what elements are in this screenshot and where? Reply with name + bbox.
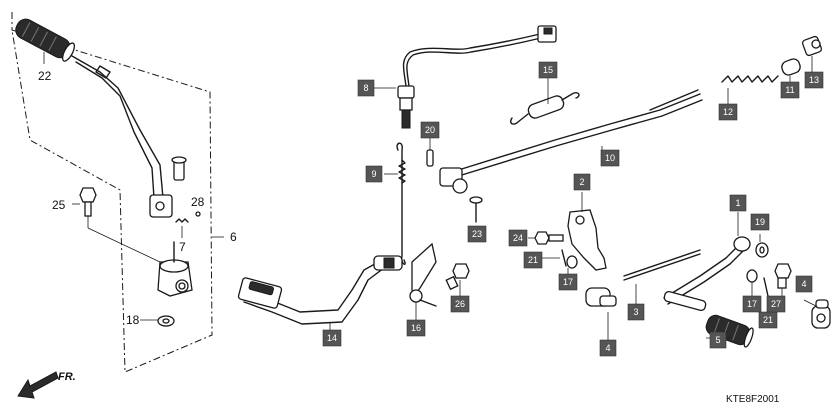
- washer-17a-part: [566, 255, 578, 274]
- kick-starter-assembly-boundary: [11, 12, 224, 373]
- clip-20-part: [426, 138, 434, 167]
- washer-19-part: [755, 234, 769, 258]
- washer-17b-part: [746, 269, 758, 296]
- callout-24: 24: [508, 229, 528, 247]
- callout-16: 16: [406, 319, 426, 337]
- svg-text:19: 19: [755, 217, 765, 227]
- callout-2: 2: [573, 173, 591, 191]
- svg-text:9: 9: [371, 169, 376, 179]
- joint-4a-part: [585, 287, 617, 340]
- svg-text:2: 2: [579, 177, 584, 187]
- svg-text:3: 3: [633, 307, 638, 317]
- kick-arm-part: [71, 55, 187, 218]
- brake-rod-10-part: [439, 89, 703, 194]
- pin-23-part: [469, 196, 483, 223]
- svg-text:10: 10: [605, 153, 615, 163]
- callout-8: 8: [357, 79, 375, 97]
- callout-17-left: 17: [558, 273, 578, 291]
- kick-arm-boss-part: [157, 241, 193, 297]
- callout-labels: 1 2 3 4 4 5 8 9 10 11 12 13 14 15 16 17 …: [38, 61, 824, 357]
- callout-22: 22: [38, 69, 52, 83]
- svg-text:12: 12: [723, 107, 733, 117]
- bracket-2-part: [567, 192, 607, 271]
- callout-17-right: 17: [742, 295, 762, 313]
- joint-11-part: [781, 58, 801, 82]
- callout-10: 10: [600, 149, 620, 167]
- callout-20: 20: [420, 121, 440, 139]
- svg-text:13: 13: [809, 75, 819, 85]
- callout-26: 26: [450, 295, 470, 313]
- callout-21-right: 21: [758, 311, 778, 329]
- callout-25: 25: [52, 198, 66, 212]
- bolt-27-part: [774, 263, 792, 296]
- spring-12-part: [721, 75, 779, 104]
- svg-text:21: 21: [528, 255, 538, 265]
- bolt-24-part: [528, 231, 564, 245]
- cotter-pin-21a-part: [542, 249, 567, 267]
- adjuster-nut-13-part: [801, 35, 823, 72]
- brake-pedal-14-part: [237, 255, 403, 330]
- callout-6: 6: [230, 230, 237, 244]
- brake-arm-16-part: [409, 242, 437, 320]
- svg-text:24: 24: [513, 233, 523, 243]
- callout-21-left: 21: [523, 251, 543, 269]
- callout-27: 27: [766, 295, 786, 313]
- svg-text:23: 23: [472, 229, 482, 239]
- svg-text:5: 5: [715, 335, 720, 345]
- svg-text:14: 14: [327, 333, 337, 343]
- svg-text:26: 26: [455, 299, 465, 309]
- callout-19: 19: [750, 213, 770, 231]
- svg-text:11: 11: [785, 85, 794, 95]
- callout-7: 7: [179, 240, 186, 254]
- diagram-code: KTE8F2001: [726, 394, 780, 405]
- svg-text:17: 17: [563, 277, 573, 287]
- svg-text:8: 8: [363, 83, 368, 93]
- svg-text:4: 4: [801, 279, 806, 289]
- callout-3: 3: [627, 303, 645, 321]
- shift-rod-3-part: [623, 249, 701, 304]
- svg-text:4: 4: [605, 343, 610, 353]
- callout-14: 14: [322, 329, 342, 347]
- return-spring-15-part: [509, 78, 580, 125]
- washer-18-part: [140, 315, 175, 327]
- svg-text:27: 27: [771, 299, 781, 309]
- callout-13: 13: [804, 71, 824, 89]
- neutral-switch-part: [374, 25, 557, 129]
- svg-text:17: 17: [747, 299, 757, 309]
- svg-text:1: 1: [735, 198, 740, 208]
- callout-15: 15: [538, 61, 558, 79]
- callout-11: 11: [780, 81, 800, 99]
- callout-4-right: 4: [795, 275, 813, 293]
- callout-9: 9: [365, 165, 383, 183]
- bolt-26-part: [445, 263, 470, 296]
- change-pedal-1-part: [663, 212, 751, 312]
- front-direction-arrow-icon: FR.: [17, 371, 76, 399]
- callout-1: 1: [729, 194, 747, 212]
- callout-5: 5: [709, 331, 727, 349]
- callout-23: 23: [467, 225, 487, 243]
- svg-text:21: 21: [763, 315, 773, 325]
- steel-ball-part: [195, 211, 201, 217]
- joint-4b-part: [803, 299, 831, 329]
- callout-4-middle: 4: [599, 339, 617, 357]
- callout-18: 18: [126, 313, 140, 327]
- bolt-25-part: [72, 187, 161, 263]
- svg-text:15: 15: [543, 65, 553, 75]
- kick-grip-part: [15, 18, 76, 64]
- svg-text:20: 20: [425, 125, 435, 135]
- direction-label: FR.: [58, 371, 76, 383]
- svg-text:16: 16: [411, 323, 421, 333]
- callout-28: 28: [191, 195, 205, 209]
- long-spring-9-part: [384, 142, 406, 266]
- callout-12: 12: [718, 103, 738, 121]
- spring-small-part: [175, 218, 189, 238]
